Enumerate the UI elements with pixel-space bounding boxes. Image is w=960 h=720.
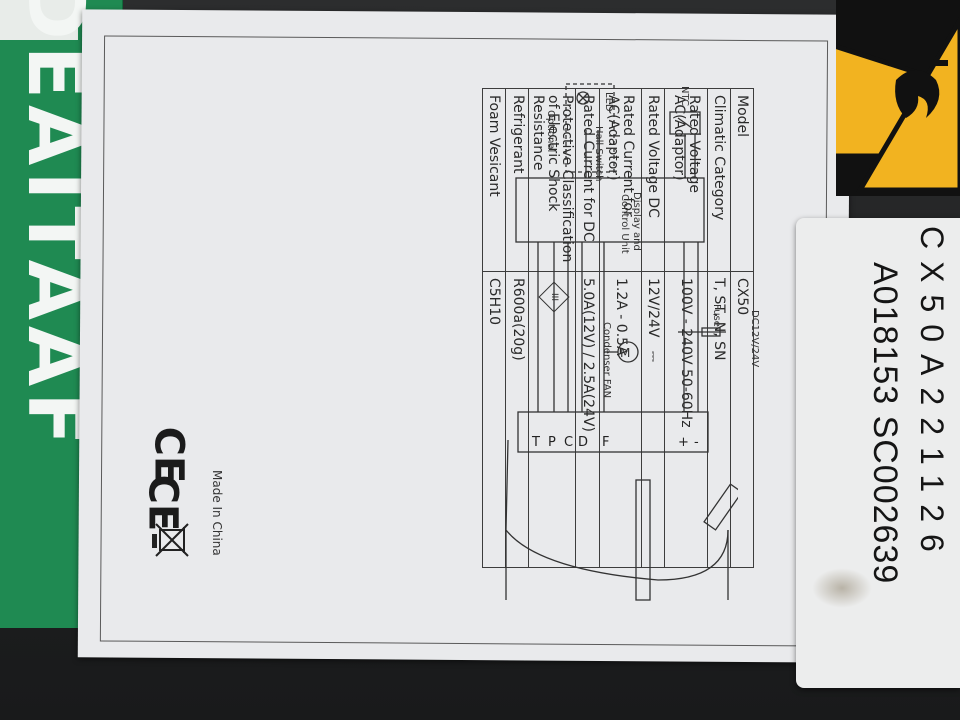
motor-symbol: M [620,346,630,360]
serial-number-text: A018153 SC002639 [866,262,904,585]
control-unit-label-2: Control Unit [619,194,630,254]
terminal-label: P [548,435,556,450]
flammable-warning-sticker [836,0,960,196]
flame-icon [895,70,940,118]
hall-switch-label: Hall Switch [593,126,604,182]
optional-label: Optional [545,110,556,153]
sticker-scuff [812,568,872,608]
led-label: LED [603,92,614,112]
green-sticker-top [0,0,78,40]
dc-supply-label: DC12V/24V [749,310,760,368]
terminal-label: T [531,435,540,450]
terminal-label: - [694,435,699,450]
terminal-label: F [602,435,609,450]
control-unit-label-1: Display and [631,192,642,251]
terminal-label: D [578,435,588,450]
weee-bin-icon [152,523,189,557]
made-in-china-text: Made In China [210,470,224,556]
model-code-text: CX50A221126 [914,226,950,564]
serial-number-sticker [796,218,960,688]
fuse-label: Fuse [711,304,722,327]
condenser-fan-label: Condenser FAN [601,322,612,399]
ntc-label: NTC [679,86,690,106]
terminal-label: C [564,435,573,450]
terminal-label: + [678,435,689,450]
wiring-diagram: M T P C D F + - [505,83,738,601]
